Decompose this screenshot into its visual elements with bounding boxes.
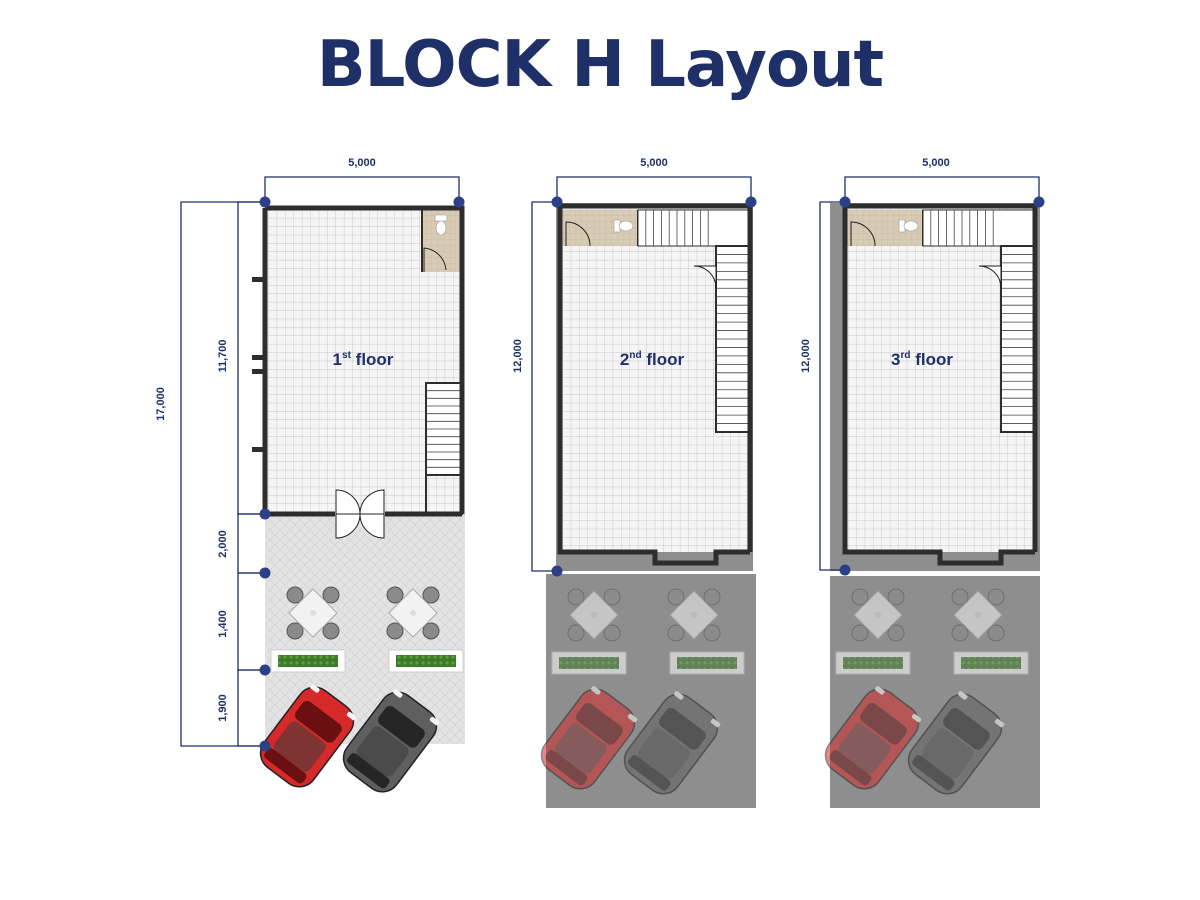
planter-icon	[388, 649, 464, 673]
toilet-icon	[613, 219, 634, 233]
toilet-icon	[898, 219, 919, 233]
planter-icon	[270, 649, 346, 673]
red-car-icon	[540, 686, 638, 790]
floor-plan-first: 1st floor	[252, 205, 465, 793]
gray-car-icon	[342, 689, 440, 793]
segment-dim-parking: 1,900	[217, 694, 229, 722]
total-dim-first: 17,000	[155, 387, 167, 421]
floor-label-second: 2nd floor	[620, 350, 685, 369]
table-set-icon	[286, 586, 340, 640]
toilet-icon	[434, 214, 448, 236]
width-dim-third: 5,000	[922, 157, 950, 169]
floor-label-first: 1st floor	[333, 350, 394, 369]
table-set-icon	[567, 588, 621, 642]
entrance-door-icon	[335, 489, 385, 539]
door-swing-icon	[978, 265, 1002, 289]
table-set-icon	[951, 588, 1005, 642]
table-set-icon	[667, 588, 721, 642]
door-swing-icon	[850, 221, 876, 247]
planter-icon	[835, 651, 911, 675]
height-dim-first: 11,700	[217, 339, 229, 372]
floor-plan-third: 3rd floor	[824, 203, 1040, 808]
planter-icon	[551, 651, 627, 675]
planter-icon	[669, 651, 745, 675]
staircase-icon	[425, 382, 463, 515]
dimension-lines	[180, 176, 1040, 747]
toilet-room	[847, 210, 924, 247]
page-title: BLOCK H Layout	[316, 28, 884, 102]
gray-car-icon	[907, 691, 1005, 795]
segment-dim-terrace: 2,000	[217, 530, 229, 558]
toilet-room	[562, 210, 639, 247]
table-set-icon	[386, 586, 440, 640]
dimension-node-icon	[259, 196, 1045, 752]
height-dim-third: 12,000	[800, 339, 812, 373]
toilet-room	[421, 208, 462, 272]
gray-car-icon	[623, 691, 721, 795]
red-car-icon	[259, 684, 357, 788]
table-set-icon	[851, 588, 905, 642]
floor-plan-second: 2nd floor	[540, 203, 756, 808]
staircase-icon	[637, 209, 751, 433]
width-dim-second: 5,000	[640, 157, 668, 169]
door-swing-icon	[565, 221, 591, 247]
door-swing-icon	[423, 247, 447, 272]
floor-label-third: 3rd floor	[891, 350, 953, 369]
segment-dim-seating: 1,400	[217, 610, 229, 638]
door-swing-icon	[693, 265, 717, 289]
width-dim-first: 5,000	[348, 157, 376, 169]
floor-3-walls	[842, 203, 1038, 566]
height-dim-second: 12,000	[512, 339, 524, 373]
red-car-icon	[824, 686, 922, 790]
planter-icon	[953, 651, 1029, 675]
